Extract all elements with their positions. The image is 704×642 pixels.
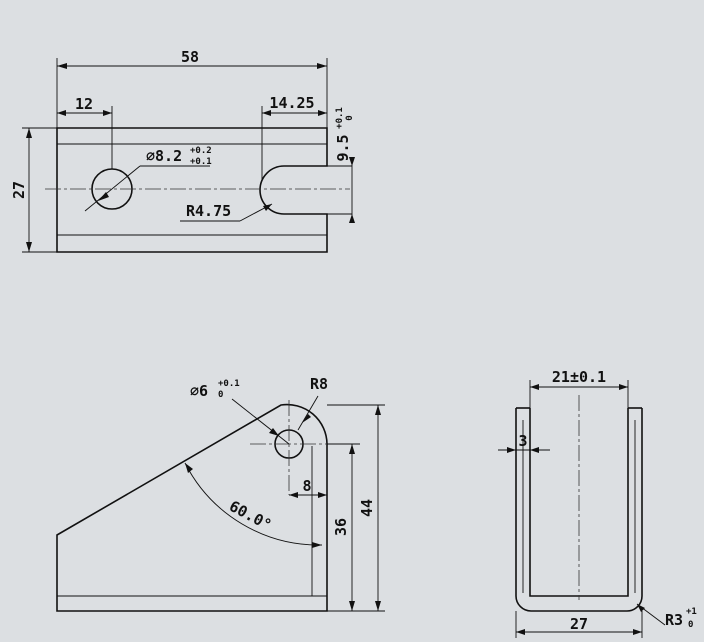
dim-21-label: 21±0.1 xyxy=(552,368,606,386)
slot-tol-upper: +0.1 xyxy=(335,107,345,129)
arrow-head xyxy=(57,63,67,69)
arrow-head xyxy=(263,204,272,211)
arrow-head xyxy=(26,128,32,138)
arrow-head xyxy=(619,384,628,390)
arrow-head xyxy=(269,428,279,436)
arrow-head xyxy=(349,601,355,611)
arrow-head xyxy=(633,629,642,635)
arrow-head xyxy=(26,242,32,252)
arrow-head xyxy=(318,110,327,116)
dim-44-label: 44 xyxy=(358,499,376,517)
hole-tol-upper: +0.2 xyxy=(190,146,212,156)
arrow-head xyxy=(375,405,381,415)
arrow-head xyxy=(637,604,645,612)
arrow-head xyxy=(317,63,327,69)
end-view: 21±0.1 3 27 R3 +1 0 xyxy=(498,368,697,638)
dim-3-label: 3 xyxy=(518,432,527,450)
slot-radius-label: R4.75 xyxy=(186,202,231,220)
bend-tol-lower: 0 xyxy=(688,620,693,630)
arrow-head xyxy=(289,492,298,498)
arrow-head xyxy=(349,214,355,223)
side-hole-tol-upper: +0.1 xyxy=(218,379,240,389)
side-hole-tol-lower: 0 xyxy=(218,390,223,400)
dim-27-label: 27 xyxy=(10,181,28,199)
side-hole-diameter-label: ⌀6 xyxy=(190,382,208,400)
end-view-outer xyxy=(515,408,643,612)
slot-tol-lower: 0 xyxy=(345,115,355,120)
top-view-outline xyxy=(56,127,328,253)
hole-leader xyxy=(231,398,290,445)
bend-radius-label: R3 xyxy=(665,611,683,629)
arrow-head xyxy=(262,110,271,116)
arrow-head xyxy=(302,414,311,423)
hole-leader xyxy=(84,165,141,212)
dim-8-label: 8 xyxy=(302,477,311,495)
arrow-head xyxy=(507,447,516,453)
dim-58-label: 58 xyxy=(181,48,199,66)
bend-tol-upper: +1 xyxy=(686,607,697,617)
radius-leader xyxy=(297,395,319,431)
angle-arc xyxy=(184,462,323,546)
dim-36-label: 36 xyxy=(332,518,350,536)
arrow-head xyxy=(530,447,539,453)
arrow-head xyxy=(530,384,539,390)
arrow-head xyxy=(516,629,525,635)
dim-12-label: 12 xyxy=(75,95,93,113)
side-view: ⌀6 +0.1 0 R8 8 60.0° 36 44 xyxy=(56,375,385,612)
top-view: 58 12 14.25 27 ⌀8.2 +0.2 +0.1 R4.75 xyxy=(10,48,355,253)
side-view-outline xyxy=(56,403,328,612)
arrow-head xyxy=(318,492,327,498)
arrow-head xyxy=(185,463,193,473)
arrow-head xyxy=(103,110,112,116)
top-radius-label: R8 xyxy=(310,375,328,393)
arrow-head xyxy=(349,157,355,166)
slot-width-label: 9.5 xyxy=(334,134,352,161)
hole-diameter-label: ⌀8.2 xyxy=(146,147,182,165)
arrow-head xyxy=(57,110,66,116)
hole-tol-lower: +0.1 xyxy=(190,157,212,167)
arrow-head xyxy=(98,192,109,201)
arrow-head xyxy=(375,601,381,611)
dim-14-25-label: 14.25 xyxy=(269,94,314,112)
dim-27-end-label: 27 xyxy=(570,615,588,633)
arrow-head xyxy=(349,444,355,454)
arrow-head xyxy=(312,542,322,548)
